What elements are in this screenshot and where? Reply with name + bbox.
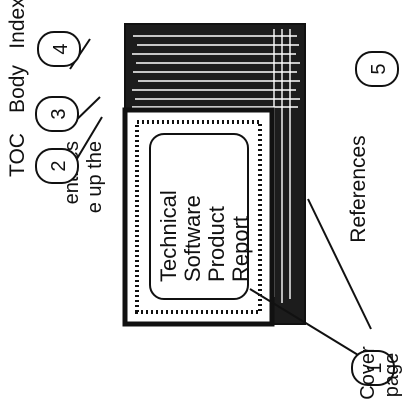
callout-4-number: 4 [50,43,72,54]
report-title-line-1: Technical [156,190,181,282]
label-index: Index [6,0,29,49]
callout-4: 4 [37,31,81,67]
page-edges [132,35,300,108]
side-text-2: e up the [84,141,106,213]
label-cover: Cover [357,346,379,399]
callout-5: 5 [355,51,399,87]
leader-references [307,198,372,330]
book-stack: Technical Software Product Report [122,23,306,327]
label-toc: TOC [6,133,29,177]
title-box [149,133,249,300]
rotated-figure: entities e up the hese [6,0,403,399]
callout-1: 1 [351,350,395,386]
report-title-line-3: Product [204,206,229,282]
callout-3-number: 3 [48,108,70,119]
callout-2-number: 2 [48,160,70,171]
label-cover-page: page [381,353,403,398]
report-title-line-4: Report [228,216,253,282]
cover-dotted-border [135,120,262,314]
callout-1-number: 1 [364,362,386,373]
callout-3: 3 [35,96,79,132]
callout-5-number: 5 [368,63,390,74]
callout-2: 2 [35,148,79,184]
label-body: Body [6,65,29,113]
report-title-line-2: Software [180,195,205,282]
label-references: References [347,135,370,242]
